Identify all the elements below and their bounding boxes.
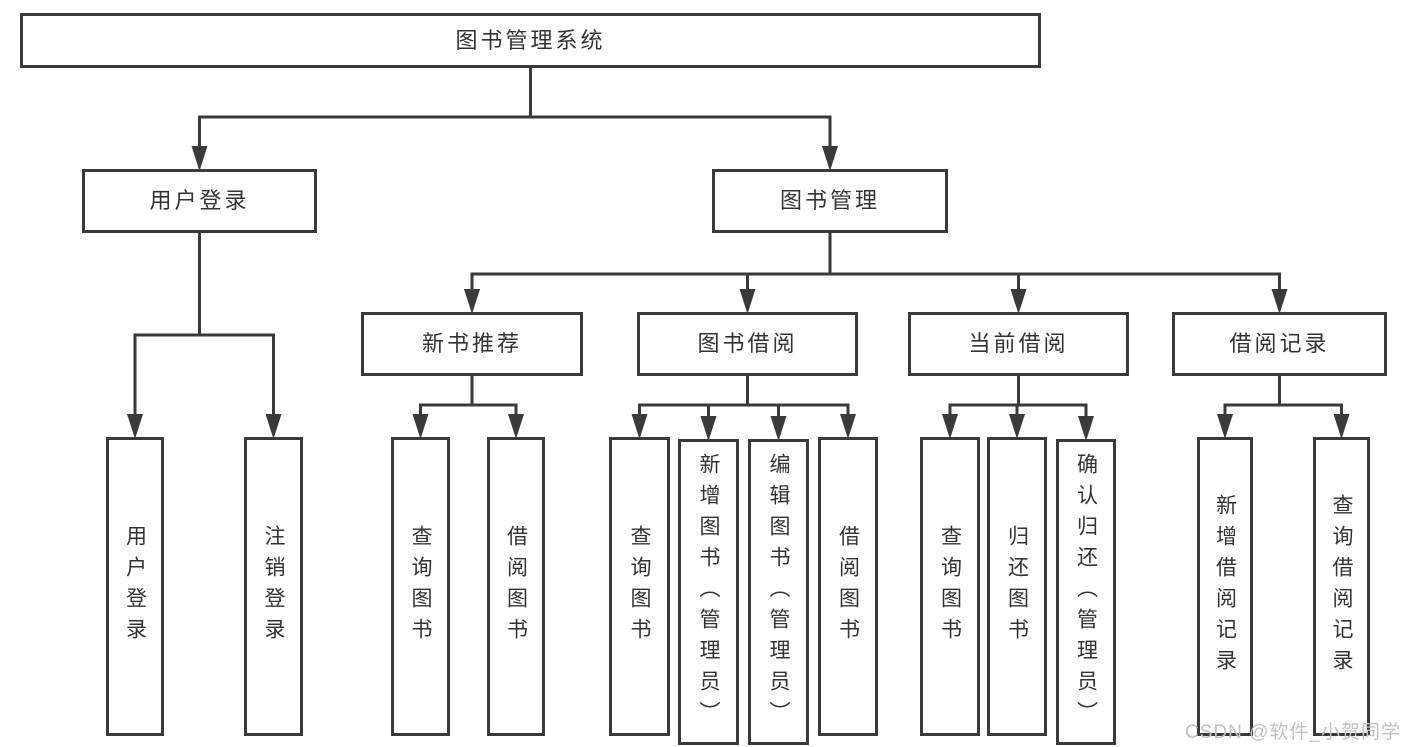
arrowhead-icon — [1333, 414, 1350, 439]
node-label: 新增图书（管理员） — [697, 452, 720, 732]
node-leaf-logout: 注销登录 — [244, 437, 303, 736]
arrowhead-icon — [840, 414, 856, 439]
arrowhead-icon — [127, 414, 143, 439]
node-new-book-rec: 新书推荐 — [361, 312, 583, 376]
node-current-borrow: 当前借阅 — [908, 312, 1129, 376]
arrowhead-icon — [464, 289, 480, 314]
node-borrow-records: 借阅记录 — [1172, 312, 1387, 376]
arrowhead-icon — [739, 289, 756, 314]
node-bb-query-book: 查询图书 — [609, 437, 670, 736]
node-bb-add-book: 新增图书（管理员） — [678, 439, 739, 745]
node-br-query-record: 查询借阅记录 — [1313, 437, 1370, 736]
arrowhead-icon — [942, 414, 958, 439]
arrowhead-icon — [191, 146, 208, 171]
node-nb-query-book: 查询图书 — [391, 437, 450, 736]
node-label: 图书管理 — [779, 188, 880, 213]
arrowhead-icon — [412, 414, 429, 439]
arrowhead-icon — [265, 414, 282, 439]
node-label: 确认归还（管理员） — [1074, 452, 1098, 732]
node-root: 图书管理系统 — [20, 13, 1041, 68]
node-label: 图书借阅 — [697, 331, 798, 356]
node-label: 新书推荐 — [421, 331, 522, 356]
node-book-management: 图书管理 — [712, 169, 948, 233]
node-label: 编辑图书（管理员） — [767, 452, 790, 732]
node-label: 注销登录 — [262, 524, 285, 649]
node-label: 查询图书 — [409, 524, 432, 649]
node-bb-edit-book: 编辑图书（管理员） — [748, 439, 809, 745]
node-br-add-record: 新增借阅记录 — [1197, 437, 1253, 736]
arrowhead-icon — [1271, 289, 1288, 314]
arrowhead-icon — [700, 416, 717, 441]
node-label: 借阅图书 — [836, 524, 860, 649]
arrowhead-icon — [1078, 416, 1094, 441]
arrowhead-icon — [770, 416, 787, 441]
arrowhead-icon — [822, 146, 838, 171]
arrowhead-icon — [1010, 289, 1027, 314]
node-label: 查询借阅记录 — [1330, 493, 1353, 680]
arrowhead-icon — [1009, 414, 1025, 439]
node-label: 用户登录 — [123, 524, 147, 649]
node-nb-borrow-book: 借阅图书 — [487, 437, 545, 736]
node-label: 借阅记录 — [1229, 331, 1330, 356]
arrowhead-icon — [508, 414, 524, 439]
watermark: CSDN @软件_小贺同学 — [1185, 722, 1401, 743]
node-cb-query-book: 查询图书 — [920, 437, 980, 736]
node-label: 当前借阅 — [968, 331, 1069, 356]
node-label: 归还图书 — [1005, 524, 1029, 649]
node-bb-borrow-book: 借阅图书 — [818, 437, 878, 736]
node-label: 用户登录 — [149, 188, 250, 213]
node-cb-confirm-return: 确认归还（管理员） — [1056, 439, 1116, 745]
node-label: 图书管理系统 — [455, 27, 606, 53]
node-user-login: 用户登录 — [82, 169, 317, 233]
node-leaf-user-login: 用户登录 — [106, 437, 164, 736]
node-book-borrow: 图书借阅 — [637, 312, 858, 376]
node-label: 查询图书 — [938, 524, 962, 649]
node-label: 新增借阅记录 — [1213, 493, 1237, 680]
node-cb-return-book: 归还图书 — [987, 437, 1047, 736]
arrowhead-icon — [1217, 414, 1233, 439]
arrowhead-icon — [631, 414, 648, 439]
node-label: 借阅图书 — [504, 524, 528, 649]
node-label: 查询图书 — [628, 524, 651, 649]
